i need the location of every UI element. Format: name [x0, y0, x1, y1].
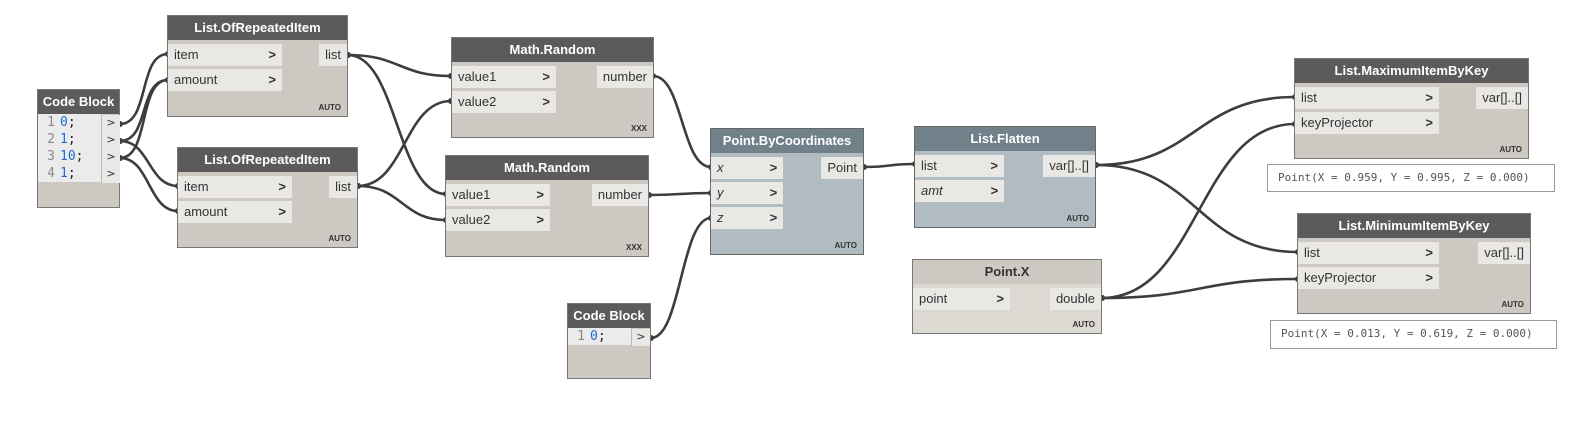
- input-port-amount[interactable]: amount>: [168, 69, 282, 91]
- connector-wire[interactable]: [647, 191, 713, 197]
- node-title: Math.Random: [446, 156, 648, 180]
- output-port[interactable]: >: [631, 329, 650, 346]
- input-port-value1[interactable]: value1>: [446, 184, 550, 206]
- node-title: Math.Random: [452, 38, 653, 62]
- lacing-label: AUTO: [328, 234, 351, 243]
- node-title: Code Block: [568, 304, 650, 328]
- lacing-label: AUTO: [1066, 214, 1089, 223]
- input-port-list[interactable]: list>: [1298, 242, 1439, 264]
- connector-wire[interactable]: [118, 156, 180, 213]
- connector-wire[interactable]: [1100, 277, 1300, 300]
- node-title: Code Block: [38, 90, 119, 114]
- connector-wire[interactable]: [651, 74, 713, 169]
- list-flatten-node[interactable]: List.Flatten list> amt> var[]..[] AUTO: [914, 126, 1096, 228]
- output-port-double[interactable]: double: [1049, 288, 1101, 310]
- connector-wire[interactable]: [118, 139, 180, 188]
- input-port-value2[interactable]: value2>: [446, 209, 550, 231]
- output-port-number[interactable]: number: [596, 66, 653, 88]
- connector-wire[interactable]: [1094, 95, 1297, 167]
- output-port[interactable]: >: [101, 166, 120, 183]
- point-x-node[interactable]: Point.X point> double AUTO: [912, 259, 1102, 334]
- output-port-number[interactable]: number: [591, 184, 648, 206]
- node-title: Point.ByCoordinates: [711, 129, 863, 153]
- node-title: List.MinimumItemByKey: [1298, 214, 1530, 238]
- input-port-x[interactable]: x>: [711, 157, 783, 179]
- list-of-repeated-item-node[interactable]: List.OfRepeatedItem item> amount> list A…: [177, 147, 358, 248]
- connector-wire[interactable]: [118, 52, 170, 126]
- output-port[interactable]: >: [101, 132, 120, 149]
- output-port-var[interactable]: var[]..[]: [1043, 155, 1095, 177]
- lacing-label: AUTO: [834, 241, 857, 250]
- input-port-key-projector[interactable]: keyProjector>: [1295, 112, 1439, 134]
- math-random-node[interactable]: Math.Random value1> value2> number XXX: [445, 155, 649, 257]
- lacing-label: AUTO: [1072, 320, 1095, 329]
- input-port-key-projector[interactable]: keyProjector>: [1298, 267, 1439, 289]
- input-port-list[interactable]: list>: [915, 155, 1004, 177]
- preview-bubble: Point(X = 0.959, Y = 0.995, Z = 0.000): [1267, 164, 1555, 192]
- input-port-item[interactable]: item>: [168, 44, 282, 66]
- lacing-label: AUTO: [1501, 300, 1524, 309]
- connector-wire[interactable]: [346, 53, 453, 78]
- connector-wire[interactable]: [346, 53, 448, 196]
- math-random-node[interactable]: Math.Random value1> value2> number XXX: [451, 37, 654, 138]
- output-port-list[interactable]: list: [319, 44, 347, 66]
- node-title: List.Flatten: [915, 127, 1095, 151]
- list-minimum-item-by-key-node[interactable]: List.MinimumItemByKey list> keyProjector…: [1297, 213, 1531, 314]
- output-port-var[interactable]: var[]..[]: [1478, 242, 1530, 264]
- connector-wire[interactable]: [649, 216, 713, 340]
- input-port-y[interactable]: y>: [711, 182, 783, 204]
- output-port[interactable]: >: [101, 115, 120, 132]
- input-port-point[interactable]: point>: [913, 288, 1010, 310]
- lacing-label: XXX: [625, 243, 642, 252]
- output-port-point[interactable]: Point: [821, 157, 863, 179]
- preview-bubble: Point(X = 0.013, Y = 0.619, Z = 0.000): [1270, 320, 1557, 349]
- input-port-value1[interactable]: value1>: [452, 66, 556, 88]
- lacing-label: AUTO: [318, 103, 341, 112]
- lacing-label: XXX: [630, 124, 647, 133]
- point-by-coordinates-node[interactable]: Point.ByCoordinates x> y> z> Point AUTO: [710, 128, 864, 255]
- list-maximum-item-by-key-node[interactable]: List.MaximumItemByKey list> keyProjector…: [1294, 58, 1529, 159]
- node-title: Point.X: [913, 260, 1101, 284]
- node-title: List.OfRepeatedItem: [168, 16, 347, 40]
- lacing-label: AUTO: [1499, 145, 1522, 154]
- list-of-repeated-item-node[interactable]: List.OfRepeatedItem item> amount> list A…: [167, 15, 348, 117]
- connector-wire[interactable]: [356, 184, 448, 222]
- connector-wire[interactable]: [862, 162, 917, 169]
- connector-wire[interactable]: [356, 99, 453, 188]
- node-title: List.OfRepeatedItem: [178, 148, 357, 172]
- connector-wire[interactable]: [118, 78, 170, 160]
- input-port-amt[interactable]: amt>: [915, 180, 1004, 202]
- connector-wire[interactable]: [1100, 122, 1297, 300]
- input-port-list[interactable]: list>: [1295, 87, 1439, 109]
- output-port[interactable]: >: [101, 149, 120, 166]
- connector-wire[interactable]: [118, 78, 170, 143]
- input-port-z[interactable]: z>: [711, 207, 783, 229]
- node-title: List.MaximumItemByKey: [1295, 59, 1528, 83]
- input-port-value2[interactable]: value2>: [452, 91, 556, 113]
- input-port-item[interactable]: item>: [178, 176, 292, 198]
- output-port-var[interactable]: var[]..[]: [1476, 87, 1528, 109]
- output-port-list[interactable]: list: [329, 176, 357, 198]
- input-port-amount[interactable]: amount>: [178, 201, 292, 223]
